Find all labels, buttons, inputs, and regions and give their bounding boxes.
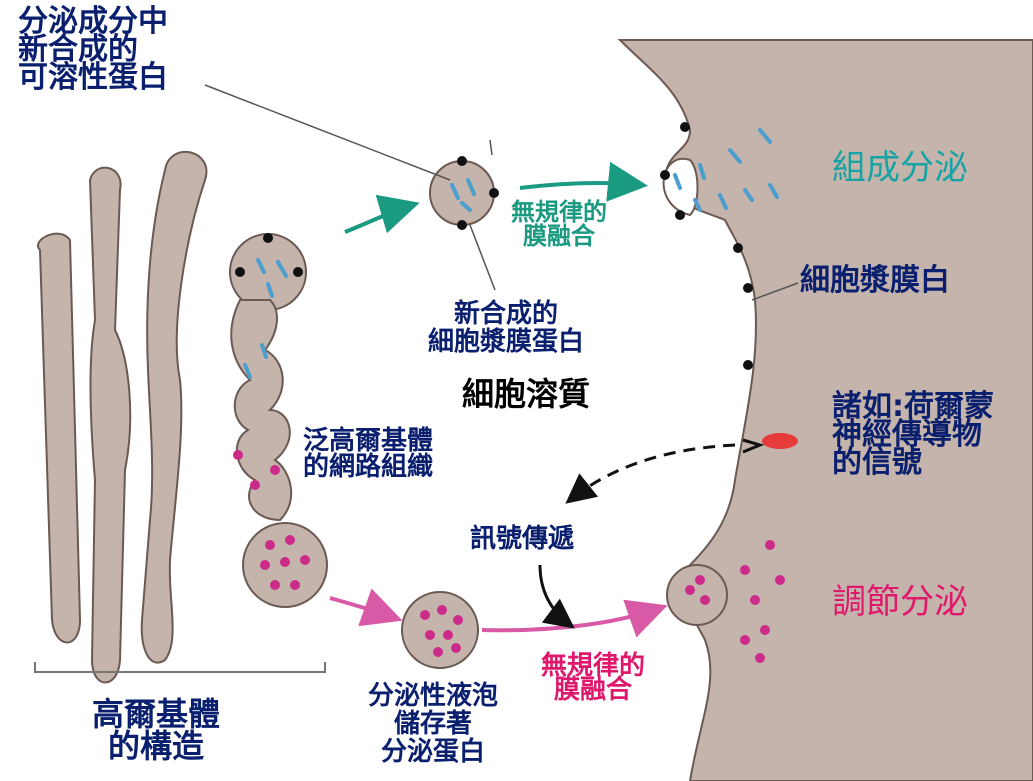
leader-membrane-protein — [470, 225, 495, 290]
fusing-vesicle-bottom — [667, 565, 727, 625]
label-secretory-vesicle: 分泌性液泡 儲存著 分泌蛋白 — [368, 682, 498, 766]
label-newly-synthesized-soluble-protein: 分泌成分中 新合成的 可溶性蛋白 — [18, 8, 168, 92]
label-signal-example: 諸如:荷爾蒙 神經傳導物 的信號 — [832, 393, 994, 477]
arrow-golgi-to-secretory — [330, 598, 395, 618]
arrow-vesicle-to-membrane — [520, 183, 640, 188]
label-constitutive-secretion: 組成分泌 — [832, 148, 968, 188]
label-regulated-secretion: 調節分泌 — [832, 582, 968, 622]
leader-soluble — [205, 85, 450, 180]
constitutive-vesicle — [430, 161, 494, 225]
arrow-signal-dashed — [570, 445, 735, 500]
arrow-golgi-to-vesicle — [345, 205, 412, 232]
secretory-vesicle — [402, 592, 478, 668]
arrow-signal-to-fusion — [540, 565, 570, 625]
label-random-fusion-bottom: 無規律的 膜融合 — [541, 654, 645, 702]
label-signal-transduction: 訊號傳遞 — [470, 524, 574, 554]
label-plasma-membrane-protein: 細胞漿膜白 — [800, 264, 950, 298]
label-new-membrane-protein: 新合成的 細胞漿膜蛋白 — [428, 300, 584, 356]
golgi-bracket — [35, 662, 325, 672]
label-trans-golgi-network: 泛高爾基體 的網路組織 — [303, 428, 433, 480]
label-golgi-structure: 高爾基體 的構造 — [92, 698, 220, 762]
label-cytosol: 細胞溶質 — [462, 376, 590, 412]
golgi-stack — [38, 152, 327, 683]
label-random-fusion-top: 無規律的 膜融合 — [511, 200, 607, 248]
signal-molecule — [762, 433, 798, 449]
arrow-secretory-to-membrane — [482, 608, 660, 630]
